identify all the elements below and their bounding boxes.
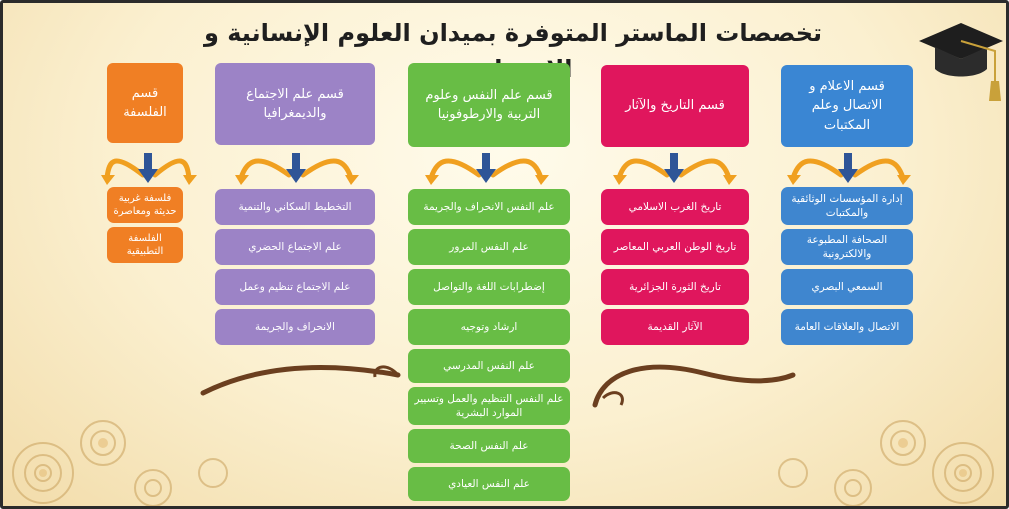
dept-sociology-header: قسم علم الاجتماع والديمغرافيا — [215, 63, 375, 145]
media-item-documentary: إدارة المؤسسات الوثائقية والمكتبات — [781, 187, 913, 225]
psy-item-clinical: علم النفس العيادي — [408, 467, 570, 501]
soc-item-deviance: الانحراف والجريمة — [215, 309, 375, 345]
soc-item-urban: علم الاجتماع الحضري — [215, 229, 375, 265]
psy-item-health: علم النفس الصحة — [408, 429, 570, 463]
decorative-ornaments — [12, 153, 994, 506]
psy-item-organizational: علم النفس التنظيم والعمل وتسيير الموارد … — [408, 387, 570, 425]
dept-media-header: قسم الاعلام و الاتصال وعلم المكتبات — [781, 65, 913, 147]
psy-item-deviance: علم النفس الانحراف والجريمة — [408, 189, 570, 225]
psy-item-language: إضطرابات اللغة والتواصل — [408, 269, 570, 305]
graduation-cap-icon — [919, 23, 1003, 101]
history-item-west-islamic: تاريخ الغرب الاسلامي — [601, 189, 749, 225]
dept-philosophy-header: قسم الفلسفة — [107, 63, 183, 143]
history-item-antiquity: الآثار القديمة — [601, 309, 749, 345]
page-title: تخصصات الماستر المتوفرة بميدان العلوم ال… — [203, 19, 823, 83]
psy-item-guidance: ارشاد وتوجيه — [408, 309, 570, 345]
phil-item-applied: الفلسفة التطبيقية — [107, 227, 183, 263]
history-item-arab-contemporary: تاريخ الوطن العربي المعاصر — [601, 229, 749, 265]
phil-item-western: فلسفة غربية حديثة ومعاصرة — [107, 187, 183, 223]
dept-history-header: قسم التاريخ والآثار — [601, 65, 749, 147]
psy-item-school: علم النفس المدرسي — [408, 349, 570, 383]
history-item-revolution: تاريخ الثورة الجزائرية — [601, 269, 749, 305]
media-item-press: الصحافة المطبوعة والالكترونية — [781, 229, 913, 265]
media-item-audiovisual: السمعي البصري — [781, 269, 913, 305]
media-item-public-relations: الاتصال والعلاقات العامة — [781, 309, 913, 345]
soc-item-organization: علم الاجتماع تنظيم وعمل — [215, 269, 375, 305]
soc-item-population: التخطيط السكاني والتنمية — [215, 189, 375, 225]
dept-psychology-header: قسم علم النفس وعلوم التربية والارطوفونيا — [408, 63, 570, 147]
psy-item-traffic: علم النفس المرور — [408, 229, 570, 265]
